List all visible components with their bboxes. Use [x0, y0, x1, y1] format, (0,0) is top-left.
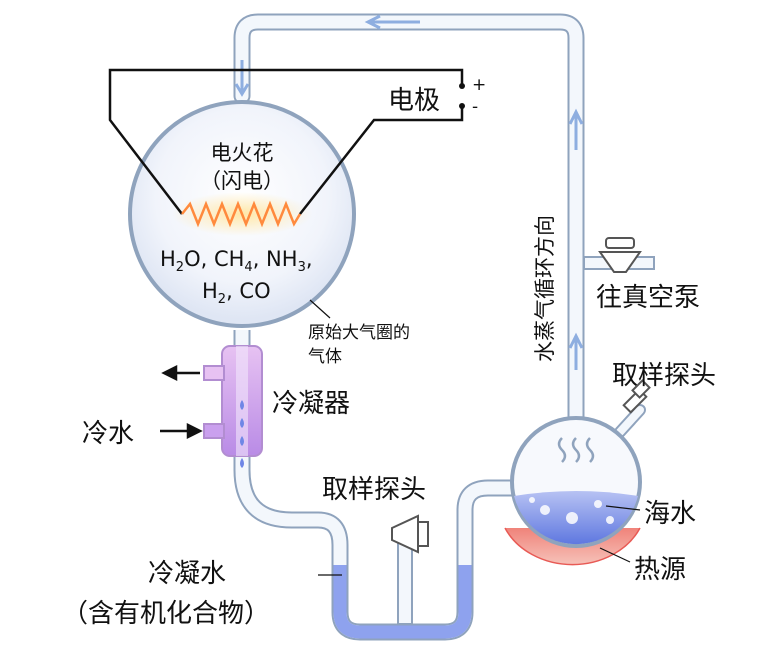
spark-zigzag: [181, 200, 302, 228]
vapor-flow-arrows: [234, 14, 584, 370]
electrode-label: 电极: [388, 86, 440, 116]
sampling-probe-right-icon: [622, 379, 651, 414]
leader-lines: [309, 299, 641, 576]
condenser-label: 冷凝器: [272, 389, 350, 419]
electrode-minus-label: -: [472, 97, 478, 117]
flash-label: （闪电）: [200, 169, 284, 193]
probe-right-label: 取样探头: [612, 361, 716, 391]
condenser: [203, 345, 263, 468]
atmosphere-label-line1: 原始大气圈的: [308, 323, 410, 343]
seawater-flask: [504, 416, 642, 566]
seawater-label: 海水: [644, 499, 696, 529]
gases-formula-line1: H2O, CH4, NH3,: [160, 247, 313, 275]
electrode-plus-label: +: [472, 75, 486, 95]
vapor-direction-label: 水蒸气循环方向: [533, 215, 557, 362]
spark-label: 电火花: [211, 141, 274, 165]
gases-formula-line2: H2, CO: [202, 279, 271, 307]
cold-water-arrows: [160, 364, 203, 440]
vacuum-valve-icon: [598, 237, 642, 273]
sampling-probe-bottom-icon: [391, 514, 429, 554]
probe-bottom-label: 取样探头: [322, 475, 426, 505]
electrode-terminal-plus: [459, 83, 465, 89]
condensed-water-label-line1: 冷凝水: [148, 559, 226, 589]
cold-water-label: 冷水: [82, 419, 134, 449]
condensed-water-label-line2: （含有机化合物）: [62, 599, 270, 629]
electrode-terminal-minus: [459, 103, 465, 109]
heat-source-label: 热源: [634, 555, 686, 585]
electrode-wires: [108, 68, 464, 215]
atmosphere-label-line2: 气体: [308, 347, 342, 367]
vacuum-pump-label: 往真空泵: [596, 283, 700, 313]
